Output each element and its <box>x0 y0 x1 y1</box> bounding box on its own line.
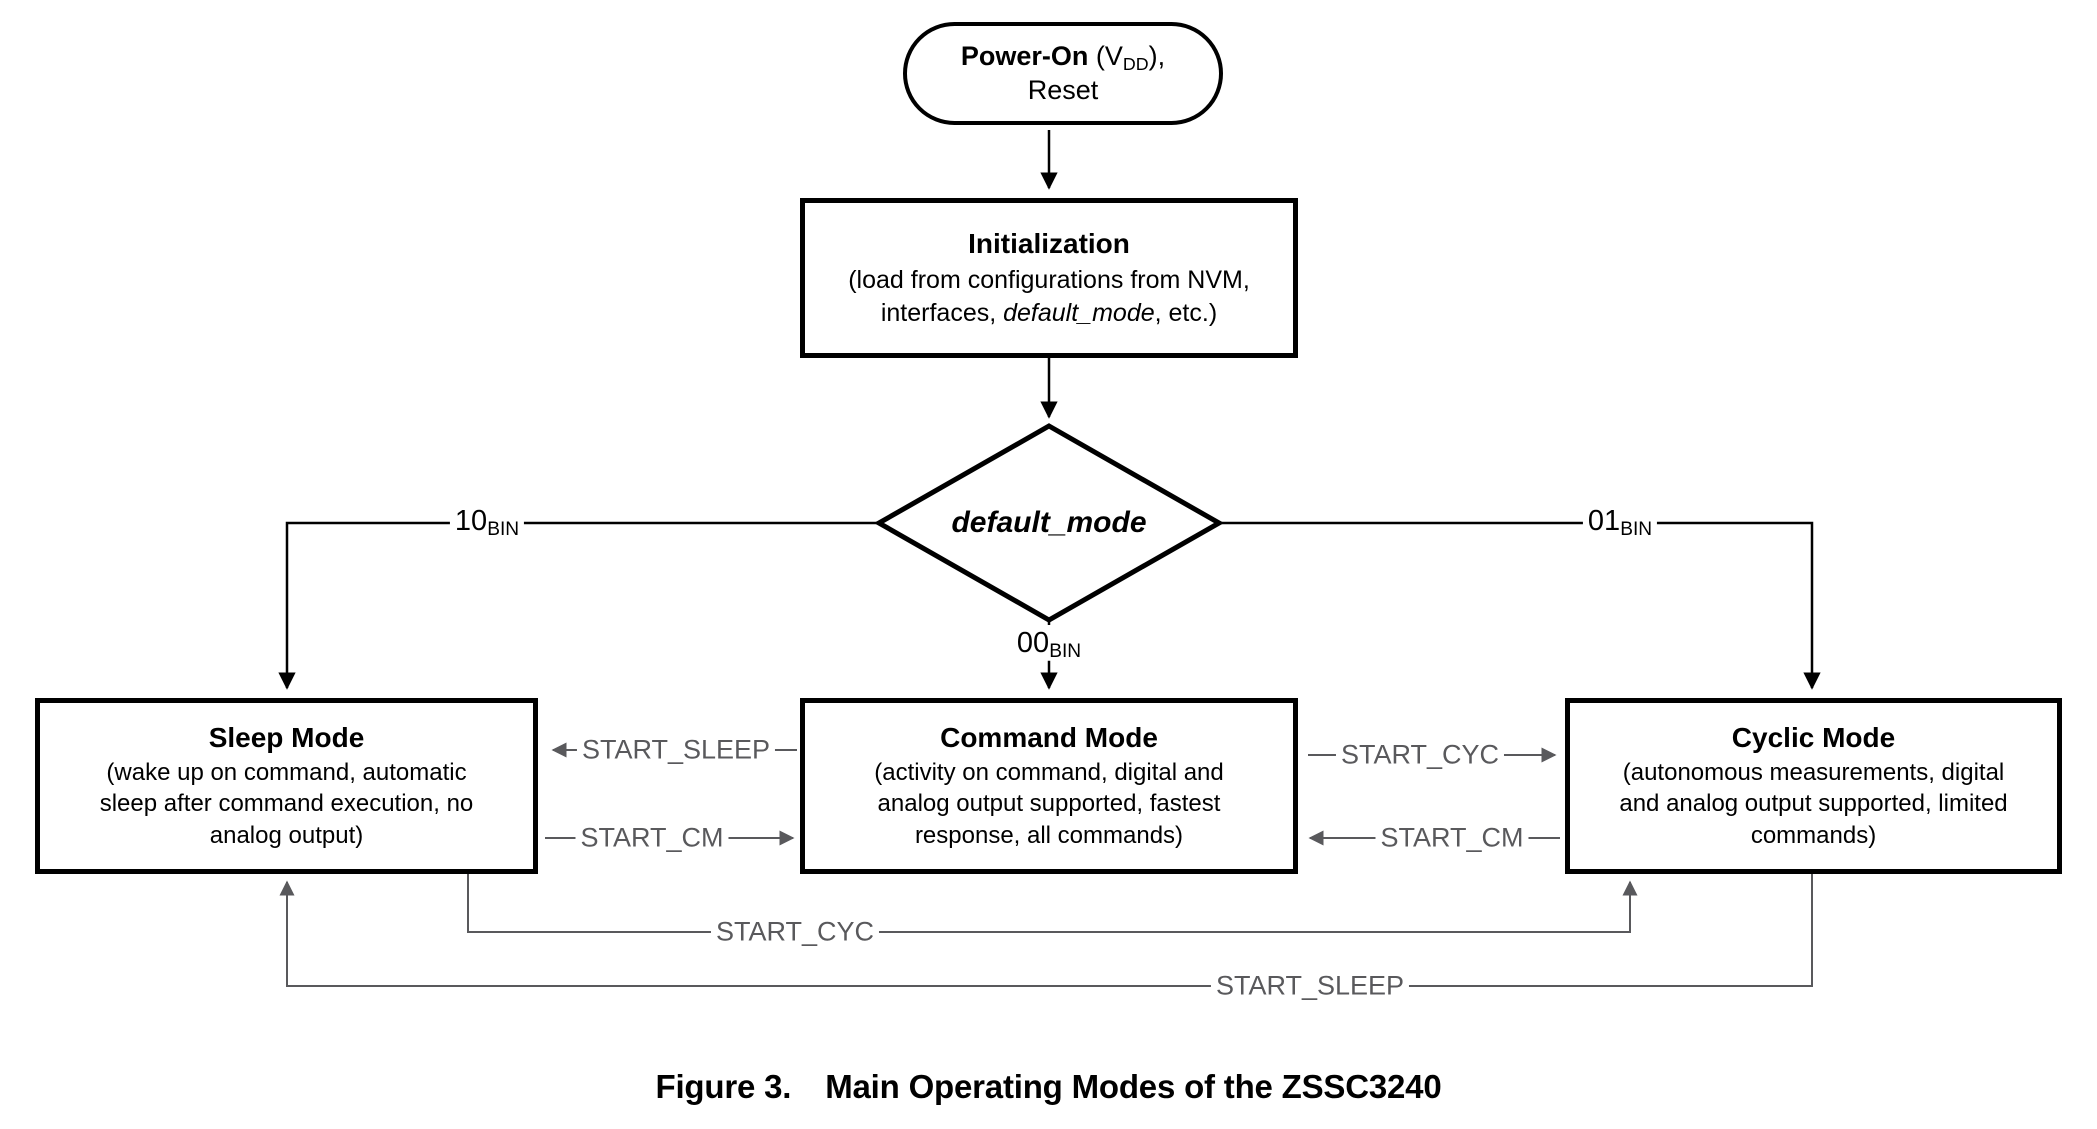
decision-diamond-shape <box>873 423 1225 623</box>
edge-decision-to-cyclic <box>1221 521 1821 690</box>
edge-cyclic-to-sleep <box>279 874 1813 987</box>
cyclic-mode-title: Cyclic Mode <box>1731 722 1896 754</box>
power-on-label: Power-On <box>960 41 1089 71</box>
node-command-mode: Command Mode (activity on command, digit… <box>800 698 1298 874</box>
branch-left-subscript: BIN <box>487 519 520 541</box>
cyclic-mode-desc-line-1: (autonomous measurements, digital <box>1622 759 2005 787</box>
branch-label-right: 01BIN <box>1582 504 1658 541</box>
figure-caption: Figure 3. Main Operating Modes of the ZSS… <box>0 1068 2097 1106</box>
node-power-on-reset: Power-On (VDD), Reset <box>903 22 1223 125</box>
power-on-vdd-subscript: DD <box>1122 53 1149 74</box>
sleep-mode-desc-line-2: sleep after command execution, no <box>99 790 474 818</box>
initialization-desc-line-2: interfaces, default_mode, etc.) <box>881 297 1217 330</box>
command-mode-desc-line-1: (activity on command, digital and <box>874 759 1224 787</box>
branch-center-subscript: BIN <box>1049 641 1082 663</box>
initialization-default-mode-term: default_mode <box>1003 298 1155 327</box>
decision-label: default_mode <box>951 506 1147 539</box>
initialization-desc-prefix: interfaces, <box>880 298 1004 327</box>
branch-label-center: 00BIN <box>1011 626 1087 663</box>
command-mode-desc-line-2: analog output supported, fastest <box>877 790 1221 818</box>
branch-left-value: 10 <box>454 504 488 537</box>
node-initialization: Initialization (load from configurations… <box>800 198 1298 358</box>
sleep-mode-desc-line-3: analog output) <box>209 821 364 849</box>
cyclic-mode-desc-line-3: commands) <box>1750 821 1877 849</box>
transition-label-command-to-cyclic: START_CYC <box>1335 741 1505 769</box>
figure-caption-number: Figure 3. <box>655 1068 792 1105</box>
power-on-vdd-suffix: ), <box>1148 41 1166 71</box>
cyclic-mode-desc-line-2: and analog output supported, limited <box>1619 790 2008 818</box>
node-default-mode-decision: default_mode <box>873 422 1225 624</box>
branch-right-value: 01 <box>1587 504 1621 537</box>
edge-command-to-cyclic-lower <box>467 874 1638 933</box>
branch-label-left: 10BIN <box>449 504 525 541</box>
command-mode-title: Command Mode <box>940 722 1158 754</box>
power-on-title: Power-On (VDD), <box>961 41 1165 75</box>
edge-decision-to-sleep <box>278 521 877 690</box>
power-on-reset-line: Reset <box>1027 74 1099 105</box>
initialization-title: Initialization <box>968 227 1130 259</box>
node-cyclic-mode: Cyclic Mode (autonomous measurements, di… <box>1565 698 2062 874</box>
initialization-desc-line-1: (load from configurations from NVM, <box>848 266 1250 295</box>
transition-label-command-to-sleep: START_SLEEP <box>576 736 776 764</box>
sleep-mode-desc-line-1: (wake up on command, automatic <box>106 759 467 787</box>
branch-right-subscript: BIN <box>1620 519 1653 541</box>
branch-center-value: 00 <box>1016 626 1050 659</box>
transition-label-cyclic-to-command: START_CM <box>1375 824 1529 852</box>
command-mode-desc-line-3: response, all commands) <box>914 821 1184 849</box>
initialization-desc-suffix: , etc.) <box>1154 298 1218 327</box>
node-sleep-mode: Sleep Mode (wake up on command, automati… <box>35 698 538 874</box>
transition-label-command-to-cyclic-lower: START_CYC <box>710 918 880 946</box>
power-on-vdd-prefix: (V <box>1088 41 1123 71</box>
transition-label-sleep-to-command: START_CM <box>575 824 729 852</box>
sleep-mode-title: Sleep Mode <box>208 722 365 754</box>
figure-caption-text: Main Operating Modes of the ZSSC3240 <box>825 1068 1442 1105</box>
transition-label-cyclic-to-sleep: START_SLEEP <box>1210 972 1410 1000</box>
